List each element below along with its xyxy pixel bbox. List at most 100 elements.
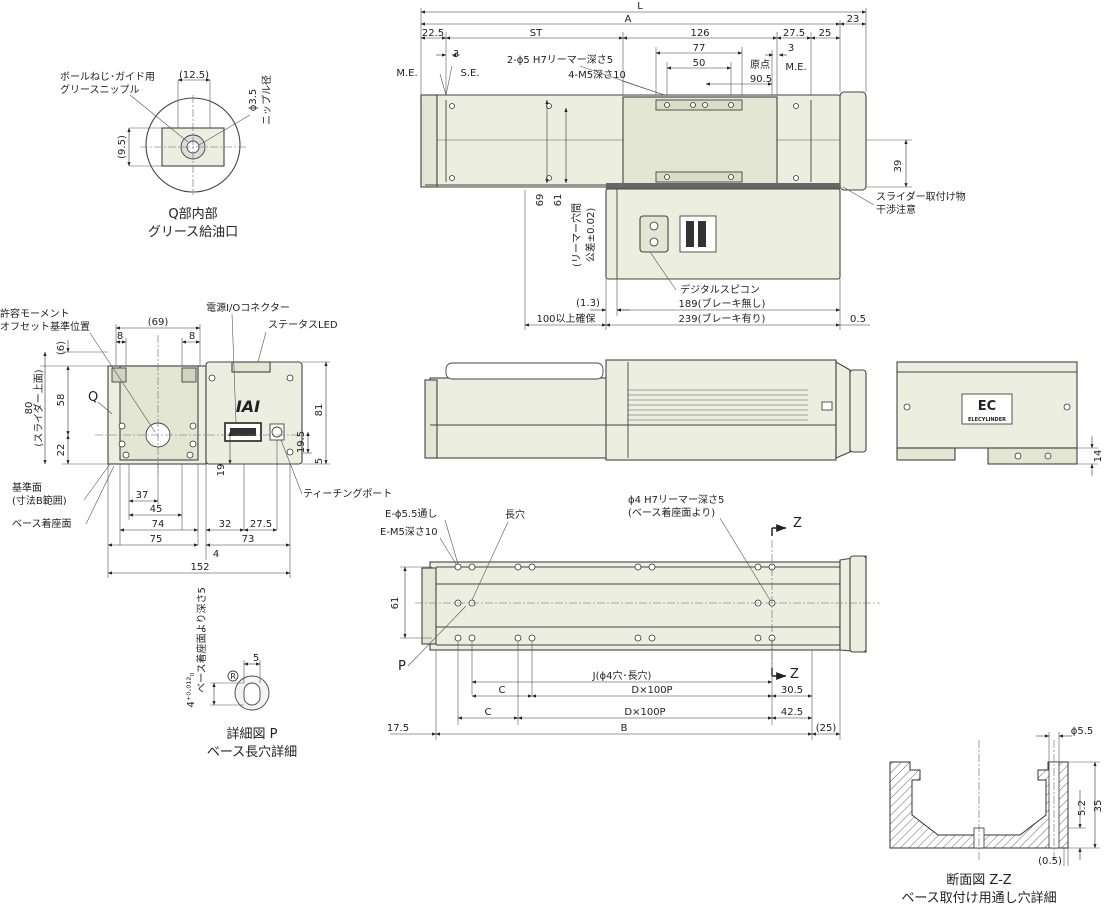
me-right-label: M.E. (785, 62, 806, 73)
detail-p-title-1: 詳細図 P (227, 726, 278, 742)
dim-90-5: 90.5 (750, 74, 772, 85)
base-seat-label: ベース着座面 (12, 517, 72, 530)
ec-brand-mark: EC (978, 399, 996, 414)
dim-189: 189(ブレーキ無し) (679, 297, 766, 310)
tap-note: 4-M5深さ10 (568, 69, 626, 81)
q-label-1: ボールねじ･ガイド用 (60, 71, 155, 83)
status-led-label: ステータスLED (268, 319, 338, 331)
end-dim-81: 81 (314, 404, 325, 417)
dim-69: 69 (535, 194, 546, 207)
end-dim-74: 74 (152, 519, 165, 530)
end-dim-27-5: 27.5 (250, 519, 272, 530)
front-view-body (429, 377, 609, 459)
side-dim-14: 14 (1093, 450, 1104, 463)
end-dim-19: 19 (216, 464, 227, 477)
end-dim-8-left: 8 (117, 331, 123, 342)
end-dim-6: (6) (56, 341, 67, 355)
p-depth-note: ベース着座面より深さ5 (195, 587, 208, 693)
dim-3-right: 3 (788, 43, 794, 54)
ref-surface-2: (寸法B範囲) (12, 494, 67, 507)
dim-D-lower: D×100P (624, 707, 665, 718)
slider-note-2: 干渉注意 (876, 203, 916, 216)
detail-p-title-2: ベース長穴詳細 (207, 744, 297, 760)
teaching-port-label: ティーチングポート (303, 487, 392, 500)
slider-top-label: (スライダー上面) (32, 369, 45, 447)
dim-ST: ST (530, 28, 543, 39)
zz-dim-5-2: 5.2 (1077, 800, 1088, 816)
section-title-1: 断面図 Z-Z (946, 873, 1012, 888)
end-dim-73: 73 (242, 534, 255, 545)
dim-D-upper: D×100P (631, 685, 672, 696)
dim-61: 61 (553, 194, 564, 207)
dim-C-lower: C (485, 707, 492, 718)
zz-dim-0-5: (0.5) (1038, 856, 1062, 867)
q-marker: Q (88, 390, 98, 405)
q-detail-title-1: Q部内部 (168, 206, 217, 222)
reamer-tolerance: 公差±0.02) (584, 208, 597, 263)
end-dim-37: 37 (136, 490, 149, 501)
dim-3-left: 3 (453, 49, 459, 60)
end-dim-58: 58 (56, 394, 67, 407)
dim-239: 239(ブレーキ有り) (679, 312, 766, 325)
zz-phi-5-5: ϕ5.5 (1071, 726, 1094, 737)
dim-39: 39 (893, 160, 904, 173)
slot-label: 長穴 (505, 508, 525, 521)
section-title-2: ベース取付け用通し穴詳細 (901, 890, 1056, 906)
front-view (424, 359, 867, 461)
dim-C-upper: C (499, 685, 506, 696)
end-dim-152: 152 (190, 562, 209, 573)
z-marker-top: Z (793, 516, 802, 531)
dim-0-5: 0.5 (850, 314, 866, 325)
dim-22-5: 22.5 (422, 28, 444, 39)
power-io-label: 電源I/Oコネクター (206, 301, 290, 314)
e-through-label: E-ϕ5.5通し (385, 508, 437, 520)
end-dim-8-right: 8 (189, 331, 195, 342)
end-view: IAI (69) 8 8 許容モーメント オフセット基準位置 Q 80 (スライ… (0, 301, 392, 578)
p-marker: P (398, 659, 406, 674)
iai-logo: IAI (236, 397, 260, 416)
dim-42-5: 42.5 (781, 707, 803, 718)
reamer-label-2: (ベース着座面より) (628, 506, 715, 519)
p-r-label: R (230, 672, 236, 681)
end-dim-69: (69) (148, 317, 169, 328)
moment-label-2: オフセット基準位置 (0, 320, 90, 333)
dim-30-5: 30.5 (781, 685, 803, 696)
end-dim-45: 45 (150, 504, 163, 515)
motor-cover (839, 91, 867, 191)
q-nipple-label: ニップル径 (260, 75, 273, 125)
q-detail: (12.5) (9.5) ボールねじ･ガイド用 グリースニップル ϕ3.5 ニッ… (60, 70, 273, 240)
end-dim-75: 75 (150, 534, 163, 545)
dim-25: 25 (819, 28, 832, 39)
bottom-dim-61: 61 (390, 597, 401, 610)
end-dim-80: 80 (24, 402, 35, 415)
dim-L: L (637, 1, 643, 12)
end-cap (420, 94, 438, 188)
q-phi-3-5: ϕ3.5 (248, 89, 259, 112)
cooling-fins (628, 389, 808, 421)
se-label: S.E. (460, 68, 479, 79)
zz-dim-35: 35 (1093, 800, 1104, 813)
q-detail-title-2: グリース給油口 (148, 225, 238, 240)
origin-label: 原点 (750, 59, 770, 71)
dim-J: J(ϕ4穴･長穴) (592, 669, 652, 682)
z-marker-bottom: Z (790, 667, 799, 682)
ref-surface-1: 基準面 (12, 481, 42, 494)
p-tolerance: 4⁺⁰·⁰¹²₀ (186, 673, 197, 708)
reamer-label-1: ϕ4 H7リーマー深さ5 (628, 494, 724, 506)
reamer-pitch: (リーマー穴間 (570, 203, 583, 267)
q-dim-12-5: (12.5) (179, 70, 209, 81)
section-zz: ϕ5.5 35 5.2 (0.5) 断面図 Z-Z ベース取付け用通し穴詳細 (889, 726, 1104, 906)
speed-dial-panel (639, 215, 669, 253)
end-dim-5: 5 (314, 458, 325, 464)
dim-B: B (621, 723, 628, 734)
dim-1-3: (1.3) (576, 298, 600, 309)
q-label-2: グリースニップル (60, 83, 140, 96)
q-dim-9-5: (9.5) (117, 135, 128, 159)
reamer-note: 2-ϕ5 H7リーマー深さ5 (507, 54, 613, 66)
me-left-label: M.E. (396, 68, 417, 79)
dim-23: 23 (847, 14, 860, 25)
ribbed-strip (606, 183, 840, 189)
end-dim-19-5: 19.5 (296, 431, 307, 453)
end-dim-4: 4 (213, 549, 219, 560)
